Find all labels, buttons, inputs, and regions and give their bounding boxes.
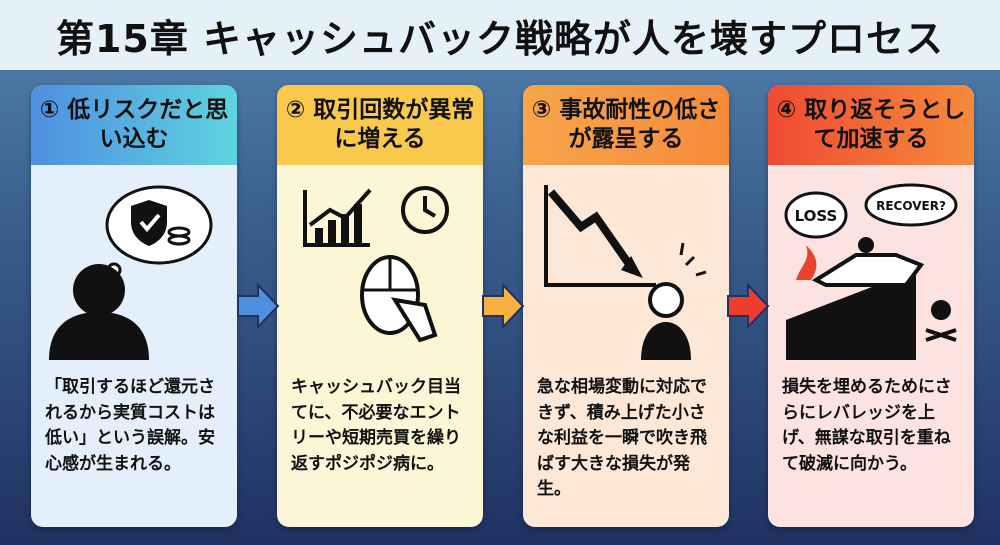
step-description: キャッシュバック目当てに、不必要なエントリーや短期売買を繰り返すポジポジ病に。 xyxy=(291,377,461,474)
recover-label: RECOVER? xyxy=(876,199,946,213)
step-heading: ② 取引回数が異常に増える xyxy=(277,85,483,165)
chart-clock-mouse-icon xyxy=(277,165,483,365)
crash-chart-icon xyxy=(523,165,729,365)
step-heading: ③ 事故耐性の低さが露呈する xyxy=(523,85,729,165)
step-description: 「取引するほど還元されるから実質コストは低い」という誤解。安心感が生まれる。 xyxy=(45,377,215,474)
step-description: 急な相場変動に対応できず、積み上げた小さな利益を一瞬で吹き飛ばす大きな損失が発生… xyxy=(537,377,707,499)
step-card-4: ④ 取り返そうとして加速する LOSS RECOVER? 損失を埋めるためにさら… xyxy=(768,85,974,527)
arrow-right-icon xyxy=(482,283,525,329)
step-heading: ① 低リスクだと思い込む xyxy=(31,85,237,165)
car-cliff-icon: LOSS RECOVER? xyxy=(768,165,974,365)
page-title: 第15章 キャッシュバック戦略が人を壊すプロセス xyxy=(55,16,945,61)
arrow-right-icon xyxy=(237,283,280,329)
person-thinking-icon xyxy=(31,165,237,365)
step-description: 損失を埋めるためにさらにレバレッジを上げ、無謀な取引を重ねて破滅に向かう。 xyxy=(782,377,952,474)
title-bar: 第15章 キャッシュバック戦略が人を壊すプロセス xyxy=(0,0,1000,70)
step-card-1: ① 低リスクだと思い込む 「取引するほど還元されるから実質コストは低い」という誤… xyxy=(31,85,237,527)
step-card-3: ③ 事故耐性の低さが露呈する 急な相場変動に対応できず、積み上げた小さな利益を一… xyxy=(523,85,729,527)
step-heading: ④ 取り返そうとして加速する xyxy=(768,85,974,165)
step-card-2: ② 取引回数が異常に増える キャッシュバック目当てに、不必要なエントリーや短期売… xyxy=(277,85,483,527)
arrow-right-icon xyxy=(727,283,770,329)
loss-label: LOSS xyxy=(795,207,838,225)
